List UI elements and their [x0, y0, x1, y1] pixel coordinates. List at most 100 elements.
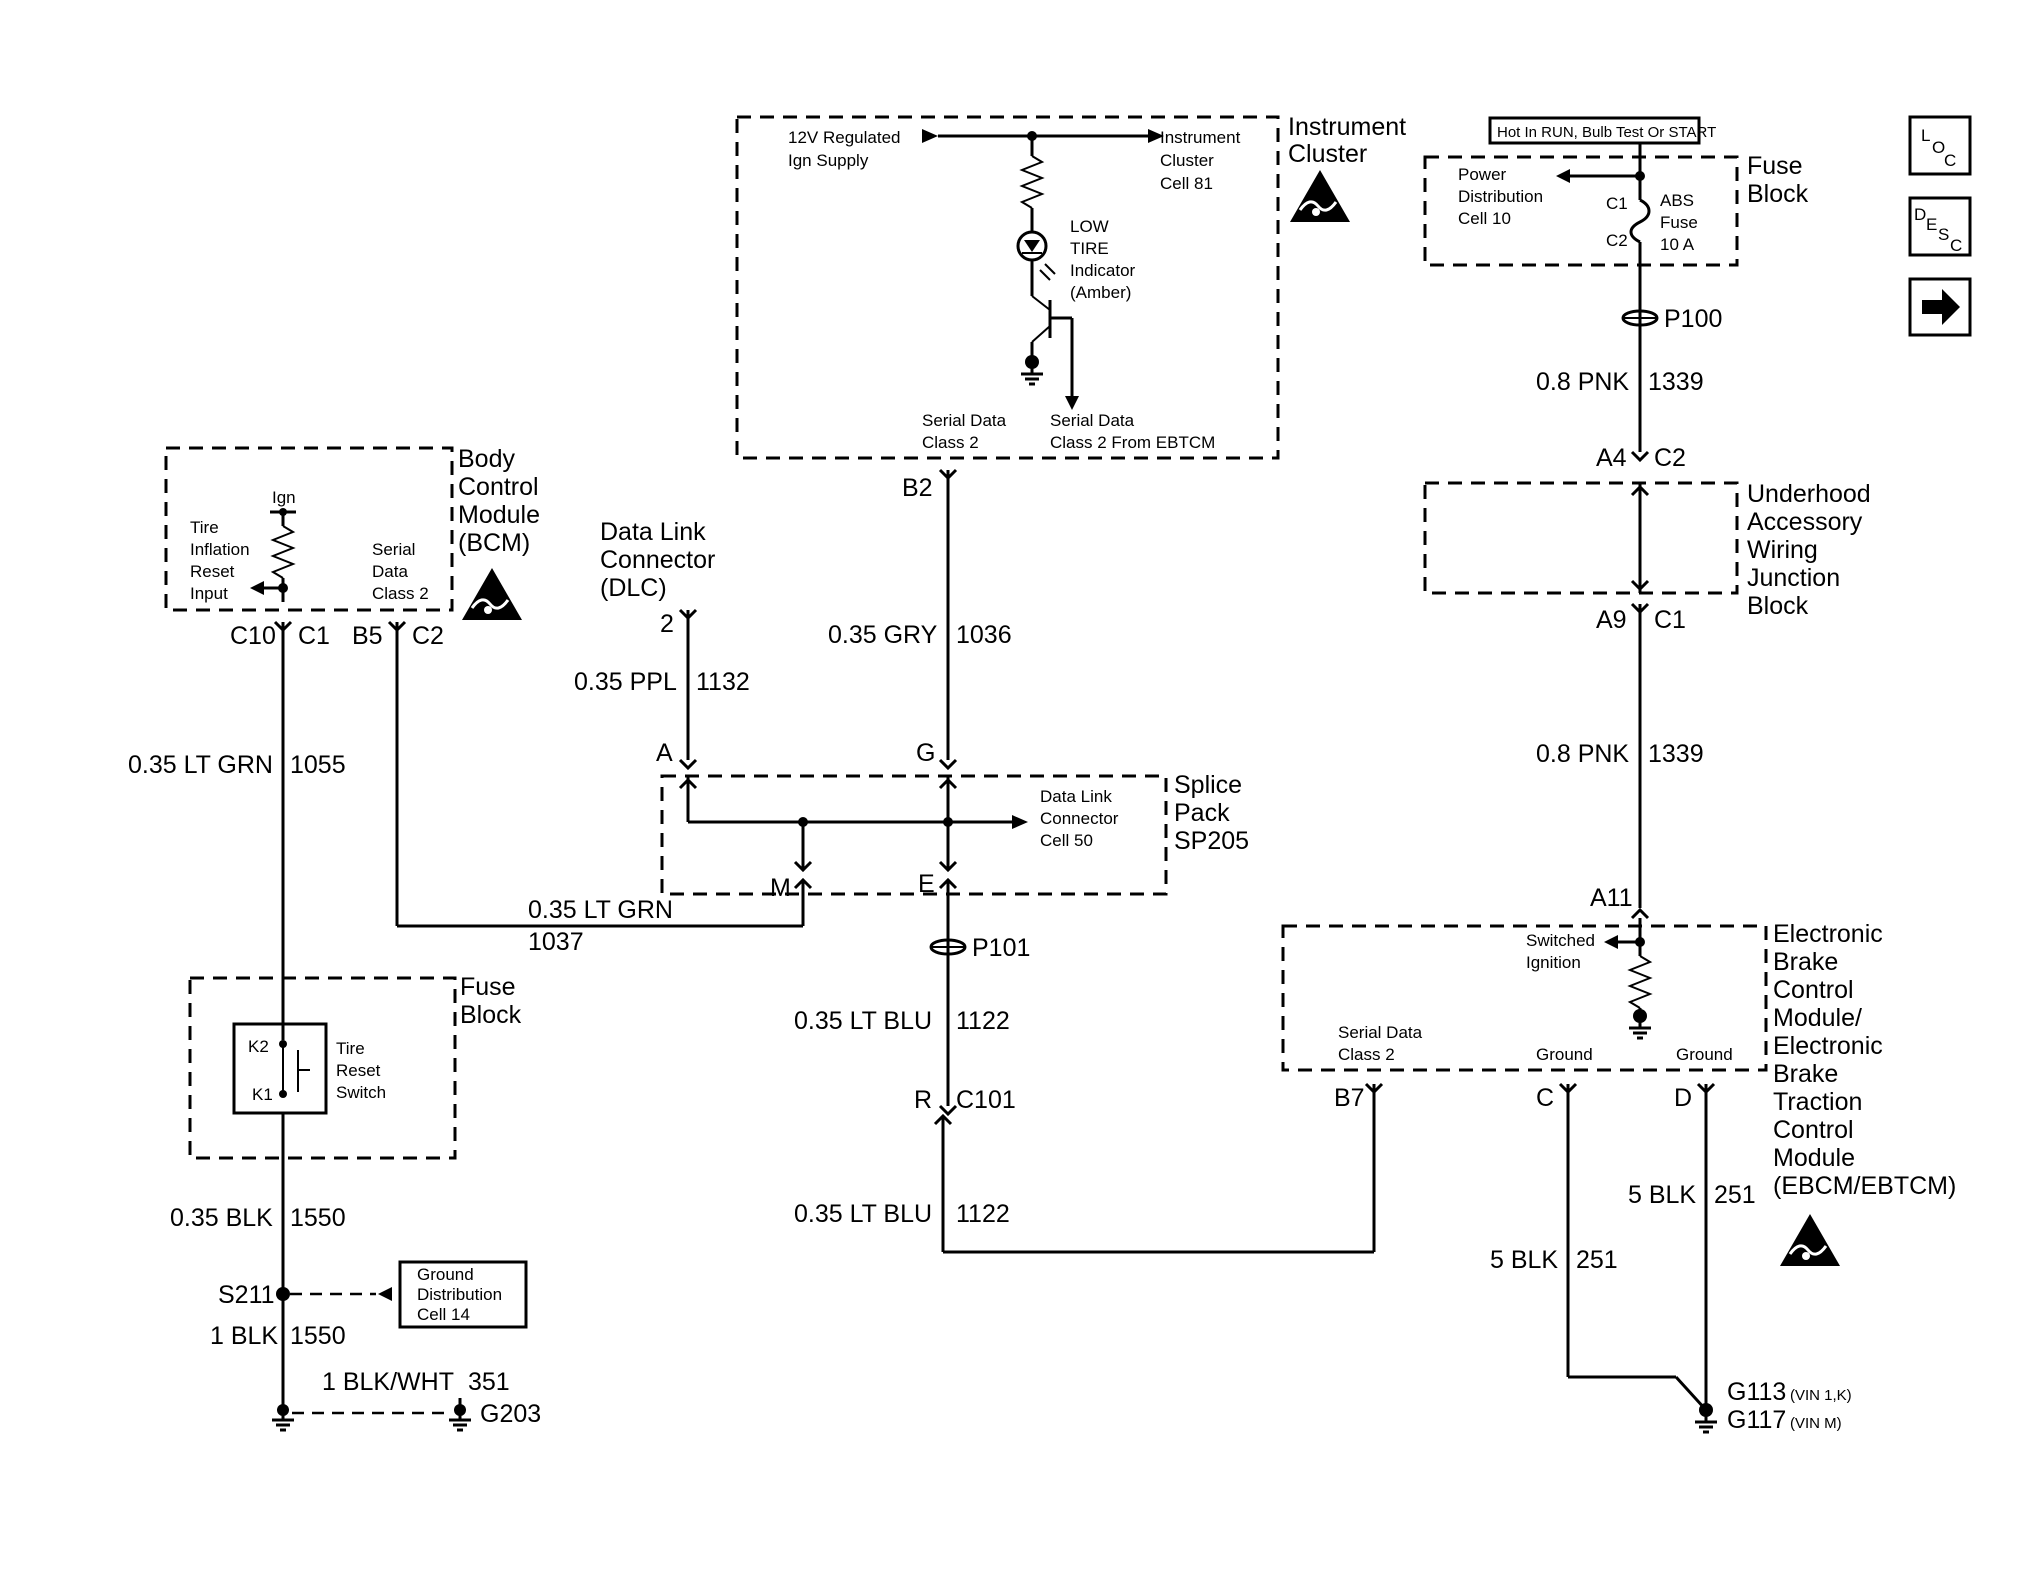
- bcm-serial-label-2: Data: [372, 562, 408, 581]
- ground-distribution-ref: [398, 1260, 528, 1329]
- wire-1550-gauge-upper: 0.35 BLK: [170, 1204, 273, 1232]
- bcm-serial-label-1: Serial: [372, 540, 415, 559]
- wire-251-gauge-d: 5 BLK: [1628, 1181, 1696, 1209]
- fuse-block-bottom-title-2: Block: [460, 1001, 522, 1029]
- splice-dlc-label-1: Data Link: [1040, 787, 1112, 806]
- ebcm-title-8: Control: [1773, 1116, 1854, 1144]
- wire-1339-gauge-upper: 0.8 PNK: [1536, 368, 1629, 396]
- connector-c101: C101: [956, 1086, 1016, 1114]
- loc-icon-c: C: [1944, 151, 1956, 170]
- loc-button[interactable]: L O C: [1908, 115, 1972, 176]
- pin-b7: B7: [1334, 1084, 1365, 1112]
- fuse-block-top-title-2: Block: [1747, 180, 1809, 208]
- ebcm-title-6: Brake: [1773, 1060, 1838, 1088]
- wire-1339-circuit-lower: 1339: [1648, 740, 1704, 768]
- cluster-cell-label-1: Instrument: [1160, 128, 1241, 147]
- desc-button[interactable]: D E S C: [1908, 196, 1972, 257]
- pin-g: G: [916, 739, 935, 767]
- wire-1036-gauge: 0.35 GRY: [828, 621, 938, 649]
- fuse-block-top-title-1: Fuse: [1747, 152, 1803, 180]
- underhood-title-2: Accessory: [1747, 508, 1863, 536]
- fuse-block-bottom: Fuse Block K2 K1 Tire Reset Switch: [188, 973, 522, 1160]
- splice-s211: S211: [218, 1281, 275, 1309]
- dlc-pin-2: 2: [660, 610, 674, 638]
- pin-a-splice: A: [656, 739, 673, 767]
- ebcm-title-4: Module/: [1773, 1004, 1862, 1032]
- underhood-title-3: Wiring: [1747, 536, 1818, 564]
- ebcm-title-3: Control: [1773, 976, 1854, 1004]
- loc-icon-o: O: [1932, 138, 1945, 157]
- splice-dlc-label-3: Cell 50: [1040, 831, 1093, 850]
- underhood-title-1: Underhood: [1747, 480, 1871, 508]
- switched-ignition-label-2: Ignition: [1526, 953, 1581, 972]
- bcm-serial-label-3: Class 2: [372, 584, 429, 603]
- pin-a11: A11: [1590, 884, 1633, 912]
- ground-g113-icon: [1693, 1414, 1719, 1434]
- splice-title-1: Splice: [1174, 771, 1242, 799]
- splice-title-3: SP205: [1174, 827, 1249, 855]
- ebcm-title-10: (EBCM/EBTCM): [1773, 1172, 1956, 1200]
- ebcm-title-9: Module: [1773, 1144, 1855, 1172]
- ground-g113: G113: [1727, 1378, 1786, 1406]
- instrument-cluster-title-1: Instrument: [1288, 113, 1406, 141]
- pin-c1-bcm: C1: [298, 622, 330, 650]
- dlc-title-2: Connector: [600, 546, 715, 574]
- low-tire-label-2: TIRE: [1070, 239, 1109, 258]
- wire-1122-circuit-lower: 1122: [956, 1200, 1010, 1228]
- fuse-c2-label: C2: [1606, 231, 1628, 250]
- right-arrow-icon: [1922, 289, 1960, 325]
- power-dist-label-3: Cell 10: [1458, 209, 1511, 228]
- connector-p100: P100: [1664, 305, 1722, 333]
- desc-icon-d: D: [1914, 205, 1926, 224]
- wire-251-circuit-d: 251: [1714, 1181, 1756, 1209]
- pin-b2: B2: [902, 474, 933, 502]
- wire-1132-circuit: 1132: [696, 668, 750, 696]
- serial-from-label-1: Serial Data: [1050, 411, 1135, 430]
- underhood-title-5: Block: [1747, 592, 1809, 620]
- pin-c10: C10: [230, 622, 276, 650]
- instrument-cluster: Instrument Cluster 12V Regulated Ign Sup…: [735, 113, 1406, 460]
- ground-g113-note: (VIN 1,K): [1790, 1387, 1852, 1404]
- connector-c101-pin-r: R: [914, 1086, 932, 1114]
- wire-1122-circuit-upper: 1122: [956, 1007, 1010, 1035]
- esd-warning-icon-ebcm: [1778, 1212, 1842, 1268]
- ebcm-module: Switched Ignition Serial Data Class 2 Gr…: [1281, 918, 1956, 1268]
- pin-b5: B5: [352, 622, 383, 650]
- wire-1055-gauge: 0.35 LT GRN: [128, 751, 273, 779]
- wire-251-gauge-c: 5 BLK: [1490, 1246, 1558, 1274]
- power-dist-label-2: Distribution: [1458, 187, 1543, 206]
- bcm-title-2: Control: [458, 473, 539, 501]
- fuse-block-bottom-title-1: Fuse: [460, 973, 516, 1001]
- switch-k2-label: K2: [248, 1037, 269, 1056]
- tire-reset-switch-label-2: Reset: [336, 1061, 381, 1080]
- ground-dist-label-3: Cell 14: [417, 1305, 470, 1324]
- ground-dist-label-2: Distribution: [417, 1285, 502, 1304]
- connector-p101: P101: [972, 934, 1030, 962]
- body-control-module: Body Control Module (BCM) Ign Tire Infla…: [164, 445, 540, 622]
- bcm-input-label-1: Tire: [190, 518, 219, 537]
- ground-g203-icon: [447, 1412, 473, 1432]
- ebcm-title-1: Electronic: [1773, 920, 1883, 948]
- ground-g117-note: (VIN M): [1790, 1415, 1842, 1432]
- pin-c2-underhood: C2: [1654, 444, 1686, 472]
- low-tire-label-1: LOW: [1070, 217, 1109, 236]
- switch-k1-label: K1: [252, 1085, 273, 1104]
- cluster-cell-label-3: Cell 81: [1160, 174, 1213, 193]
- fuse-block-top: Hot In RUN, Bulb Test Or START Fuse Bloc…: [1423, 116, 1809, 267]
- next-arrow-button[interactable]: [1908, 277, 1972, 337]
- splice-title-2: Pack: [1174, 799, 1230, 827]
- hot-in-run-label: Hot In RUN, Bulb Test Or START: [1497, 124, 1716, 141]
- abs-fuse-icon: [1629, 198, 1651, 244]
- bcm-ign-label: Ign: [272, 488, 296, 507]
- bcm-input-label-4: Input: [190, 584, 228, 603]
- wire-1122-gauge-upper: 0.35 LT BLU: [794, 1007, 932, 1035]
- abs-fuse-label-1: ABS: [1660, 191, 1694, 210]
- wire-1339-circuit-upper: 1339: [1648, 368, 1704, 396]
- wire-1132-gauge: 0.35 PPL: [574, 668, 677, 696]
- wire-1339-gauge-lower: 0.8 PNK: [1536, 740, 1629, 768]
- abs-fuse-label-2: Fuse: [1660, 213, 1698, 232]
- desc-icon-e: E: [1926, 215, 1937, 234]
- bcm-title-4: (BCM): [458, 529, 530, 557]
- desc-icon-c: C: [1950, 236, 1962, 255]
- underhood-junction-block: Underhood Accessory Wiring Junction Bloc…: [1423, 480, 1871, 620]
